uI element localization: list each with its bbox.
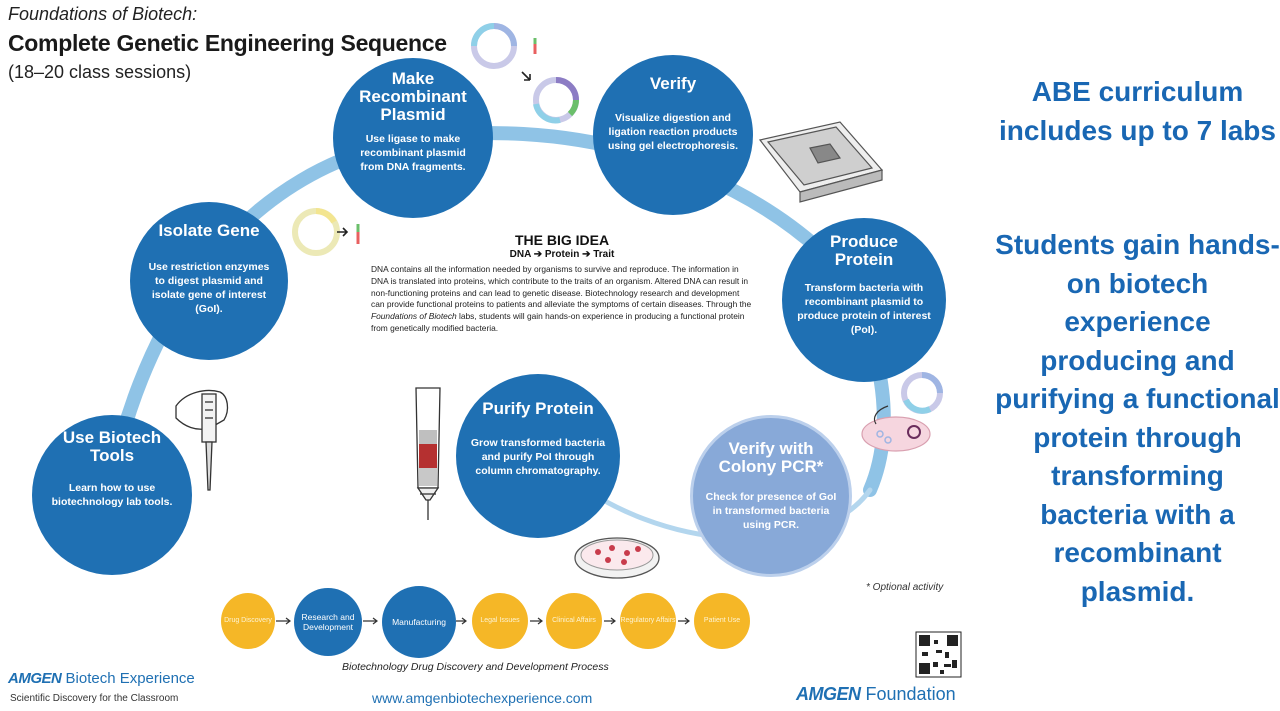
page-title: Complete Genetic Engineering Sequence bbox=[8, 30, 447, 56]
big-idea-title: THE BIG IDEA bbox=[514, 232, 610, 248]
gel-electrophoresis-icon bbox=[758, 121, 884, 203]
amgen-biotech-experience-logo: AMGEN Biotech Experience bbox=[8, 670, 195, 687]
step-make-recombinant-plasmid: Make Recombinant Plasmid Use ligase to m… bbox=[333, 58, 493, 218]
optional-note: * Optional activity bbox=[866, 582, 944, 593]
arrow-icon bbox=[337, 227, 349, 237]
step-title: Produce Protein bbox=[829, 232, 899, 269]
pipette-icon bbox=[175, 389, 229, 491]
process-step-manufacturing: Manufacturing bbox=[382, 586, 456, 658]
step-description: Check for presence of GoI in transformed… bbox=[705, 490, 837, 532]
arrow-icon bbox=[521, 71, 531, 81]
process-step-patient-use: Patient Use bbox=[694, 593, 750, 649]
bacterium-icon bbox=[861, 405, 931, 452]
process-step-drug-discovery: Drug Discovery bbox=[221, 593, 275, 649]
step-description: Learn how to use biotechnology lab tools… bbox=[51, 481, 173, 508]
step-title: Verify bbox=[649, 74, 697, 93]
big-idea-subtitle: DNA ➔ Protein ➔ Trait bbox=[509, 249, 615, 260]
process-connectors bbox=[276, 617, 690, 625]
foundation-mark: AMGEN bbox=[796, 684, 861, 704]
plasmid-icon bbox=[292, 208, 360, 256]
step-title: Verify with Colony PCR* bbox=[718, 439, 824, 476]
petri-dish-icon bbox=[574, 537, 660, 579]
step-description: Transform bacteria with recombinant plas… bbox=[797, 281, 931, 337]
student-outcomes: Students gain hands-on biotech experienc… bbox=[995, 229, 1280, 607]
step-title: Purify Protein bbox=[482, 399, 594, 418]
step-verify-colony-pcr: Verify with Colony PCR* Check for presen… bbox=[690, 415, 852, 577]
step-use-biotech-tools: Use Biotech Tools Learn how to use biote… bbox=[32, 415, 192, 575]
plasmid-icon bbox=[901, 372, 943, 414]
brand-mark: AMGEN bbox=[8, 670, 62, 687]
chromatography-column-icon bbox=[415, 387, 441, 520]
process-step-legal-issues: Legal Issues bbox=[472, 593, 528, 649]
step-description: Use ligase to make recombinant plasmid f… bbox=[360, 132, 466, 173]
step-title: Make Recombinant Plasmid bbox=[359, 69, 467, 124]
website-link[interactable]: www.amgenbiotechexperience.com bbox=[372, 690, 593, 706]
process-step-clinical-affairs: Clinical Affairs bbox=[546, 593, 602, 649]
big-idea-text-italic: Foundations of Biotech bbox=[371, 311, 457, 322]
qr-code-icon bbox=[915, 631, 962, 678]
step-description: Visualize digestion and ligation reactio… bbox=[607, 111, 739, 153]
big-idea-body: DNA contains all the information needed … bbox=[371, 264, 755, 335]
process-caption: Biotechnology Drug Discovery and Develop… bbox=[342, 661, 609, 673]
tagline: Scientific Discovery for the Classroom bbox=[10, 693, 179, 704]
step-title: Use Biotech Tools bbox=[62, 428, 162, 465]
session-count: (18–20 class sessions) bbox=[8, 62, 192, 82]
big-idea-text: labs, students will gain hands-on experi… bbox=[371, 311, 745, 333]
step-title: Isolate Gene bbox=[158, 221, 260, 240]
step-description: Use restriction enzymes to digest plasmi… bbox=[148, 260, 270, 316]
amgen-foundation-logo: AMGEN Foundation bbox=[796, 684, 956, 705]
curriculum-summary: ABE curriculum includes up to 7 labs bbox=[999, 76, 1276, 146]
foundation-name: Foundation bbox=[865, 684, 956, 704]
plasmid-icon bbox=[471, 23, 537, 69]
step-isolate-gene: Isolate Gene Use restriction enzymes to … bbox=[130, 202, 288, 360]
series-title: Foundations of Biotech: bbox=[8, 4, 198, 24]
brand-name: Biotech Experience bbox=[65, 670, 195, 687]
big-idea-text: DNA contains all the information needed … bbox=[371, 264, 752, 310]
step-verify: Verify Visualize digestion and ligation … bbox=[593, 55, 753, 215]
step-produce-protein: Produce Protein Transform bacteria with … bbox=[782, 218, 946, 382]
process-step-research-development: Research and Development bbox=[294, 588, 362, 656]
plasmid-icon bbox=[533, 77, 579, 124]
step-description: Grow transformed bacteria and purify PoI… bbox=[470, 436, 606, 478]
step-purify-protein: Purify Protein Grow transformed bacteria… bbox=[456, 374, 620, 538]
poster: Foundations of Biotech: Complete Genetic… bbox=[8, 4, 962, 706]
process-step-regulatory-affairs: Regulatory Affairs bbox=[620, 593, 676, 649]
